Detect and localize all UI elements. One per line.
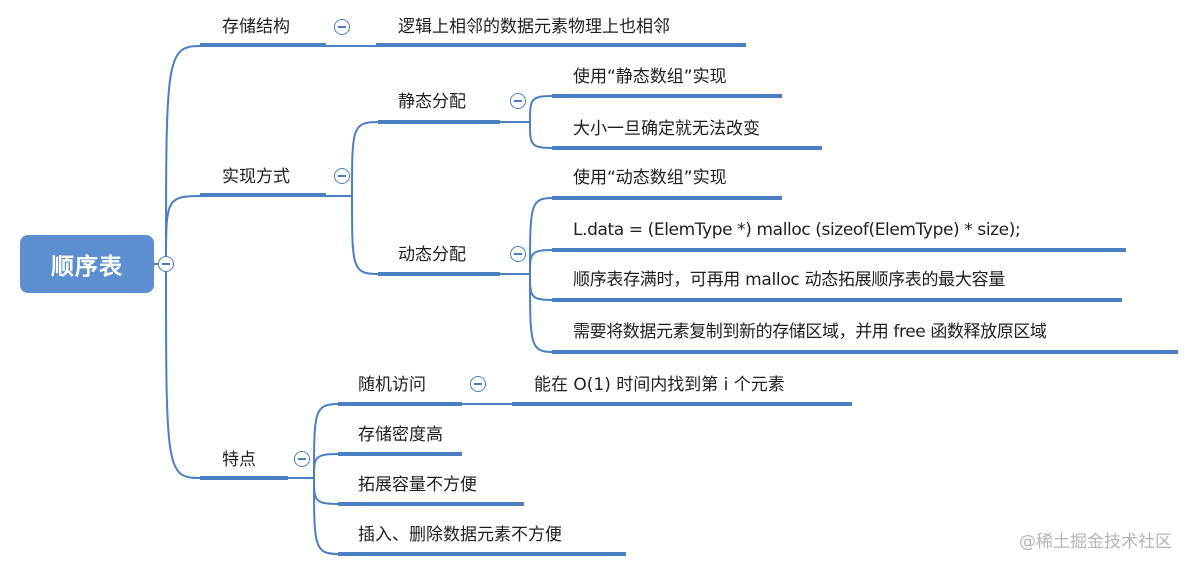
feature-item-1-underline [338,452,462,456]
collapse-root-icon[interactable] [158,256,174,272]
collapse-dynamic-icon[interactable] [510,246,526,262]
collapse-random-icon[interactable] [470,376,486,392]
connector-dynamic-3 [529,273,553,301]
feature-item-1[interactable]: 存储密度高 [358,425,443,445]
storage-child-node[interactable]: 逻辑上相邻的数据元素物理上也相邻 [398,17,670,37]
root-label: 顺序表 [51,254,123,280]
static-item-1-underline [552,94,782,98]
dynamic-item-4[interactable]: 需要将数据元素复制到新的存储区域，并用 free 函数释放原区域 [573,322,1047,342]
static-node[interactable]: 静态分配 [398,92,466,112]
storage-underline [200,43,326,47]
connector-static [351,121,379,197]
connector-feature-3 [313,477,339,555]
connector-feature-2 [313,477,339,505]
impl-node[interactable]: 实现方式 [222,167,290,187]
connector-storage [165,45,201,265]
storage-node[interactable]: 存储结构 [222,17,290,37]
dynamic-item-4-underline [552,350,1178,354]
collapse-storage-icon[interactable] [334,19,350,35]
feature-item-2[interactable]: 拓展容量不方便 [358,475,477,495]
static-item-2[interactable]: 大小一旦确定就无法改变 [573,119,760,139]
connector-impl [165,195,201,265]
static-item-1[interactable]: 使用“静态数组”实现 [573,67,727,87]
random-access-underline [338,402,462,406]
random-access-node[interactable]: 随机访问 [358,375,426,395]
static-underline [378,120,500,124]
connector-static-1 [529,95,553,123]
collapse-features-icon[interactable] [294,451,310,467]
feature-item-2-underline [338,502,524,506]
static-item-2-underline [552,146,822,150]
dynamic-node[interactable]: 动态分配 [398,245,466,265]
connector-dynamic-1 [529,197,553,275]
dynamic-underline [378,272,500,276]
dynamic-item-3-underline [552,298,1122,302]
root-node[interactable]: 顺序表 [20,235,154,293]
dynamic-item-1-underline [552,196,782,200]
features-underline [200,476,288,480]
connector-feature-1 [313,453,339,479]
connector-random [313,403,339,479]
connector-dynamic-4 [529,273,553,353]
connector-features [165,263,201,479]
random-access-child[interactable]: 能在 O(1) 时间内找到第 i 个元素 [534,375,785,395]
feature-item-3-underline [338,552,626,556]
connector-static-2 [529,121,553,149]
random-access-child-underline [512,402,852,406]
watermark: @稀土掘金技术社区 [1019,532,1172,552]
connector-dynamic [351,195,379,275]
feature-item-3[interactable]: 插入、删除数据元素不方便 [358,525,562,545]
collapse-impl-icon[interactable] [334,168,350,184]
dynamic-item-1[interactable]: 使用“动态数组”实现 [573,168,727,188]
features-node[interactable]: 特点 [222,450,256,470]
dynamic-item-2[interactable]: L.data = (ElemType *) malloc (sizeof(Ele… [573,220,1021,240]
impl-underline [200,193,326,197]
connector-dynamic-2 [529,249,553,275]
storage-child-underline [376,43,746,47]
dynamic-item-3[interactable]: 顺序表存满时，可再用 malloc 动态拓展顺序表的最大容量 [573,270,1005,290]
dynamic-item-2-underline [552,248,1126,252]
collapse-static-icon[interactable] [510,93,526,109]
